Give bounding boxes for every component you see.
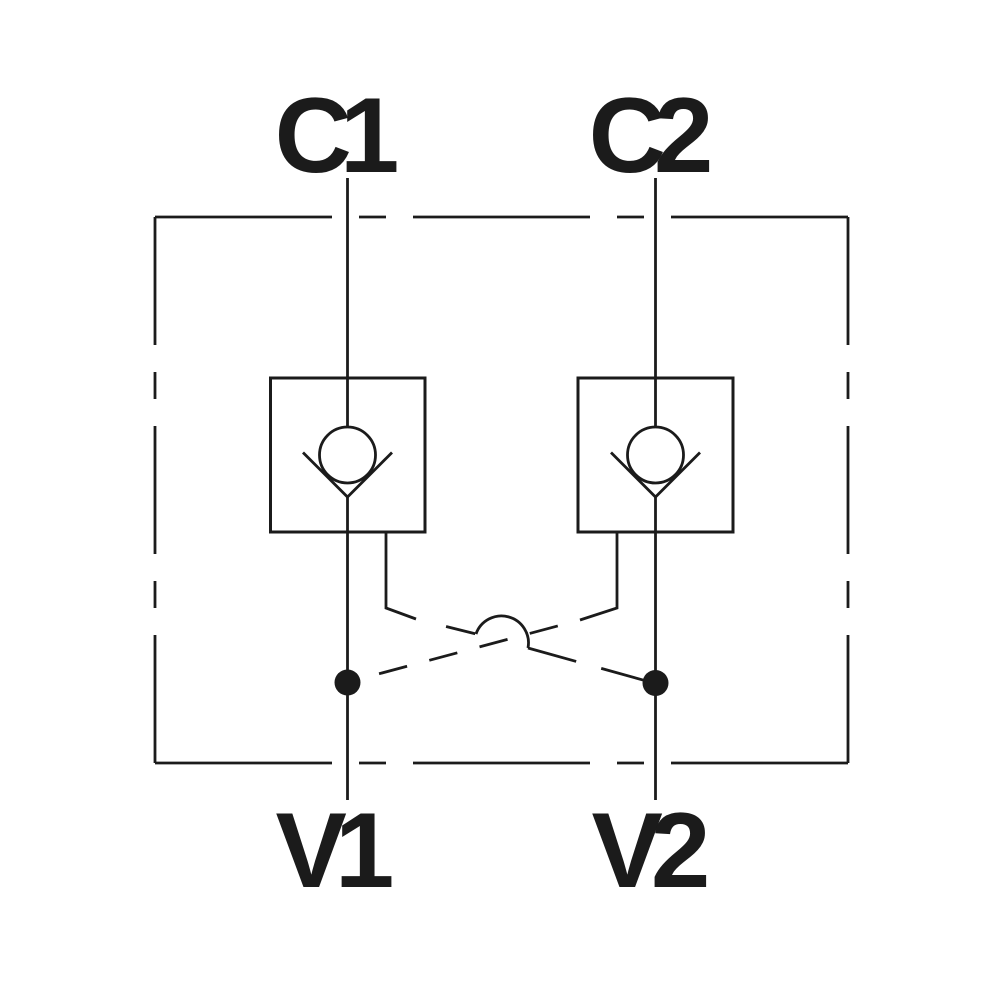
port-label-v1: V1 [276, 790, 392, 910]
pilot-cross-line-b [351, 618, 581, 683]
port-label-c2: C2 [589, 75, 710, 195]
junction-dot-left [334, 669, 361, 696]
valve-body-left [269, 376, 427, 534]
flow-lines [346, 178, 657, 800]
junction-dot-right [642, 670, 669, 696]
check-ball-right-icon [626, 425, 685, 485]
pilot-tap-right [579, 532, 619, 622]
valve-seat-left-icon [302, 451, 393, 499]
valve-seat-right-icon [610, 451, 701, 499]
pilot-cross-line-a-upper [415, 617, 477, 636]
port-label-v2: V2 [592, 790, 707, 910]
pilot-tap-left [384, 532, 417, 621]
pilot-cross-line-a-lower [527, 646, 651, 684]
manifold-boundary [153, 215, 850, 765]
check-valve-left [269, 376, 427, 534]
valve-body-right [576, 376, 735, 534]
pilot-lines [351, 532, 651, 684]
port-label-c1: C1 [275, 75, 397, 195]
check-valve-right [576, 376, 735, 534]
check-ball-left-icon [318, 425, 377, 485]
crossover-bridge-arc [474, 614, 530, 649]
